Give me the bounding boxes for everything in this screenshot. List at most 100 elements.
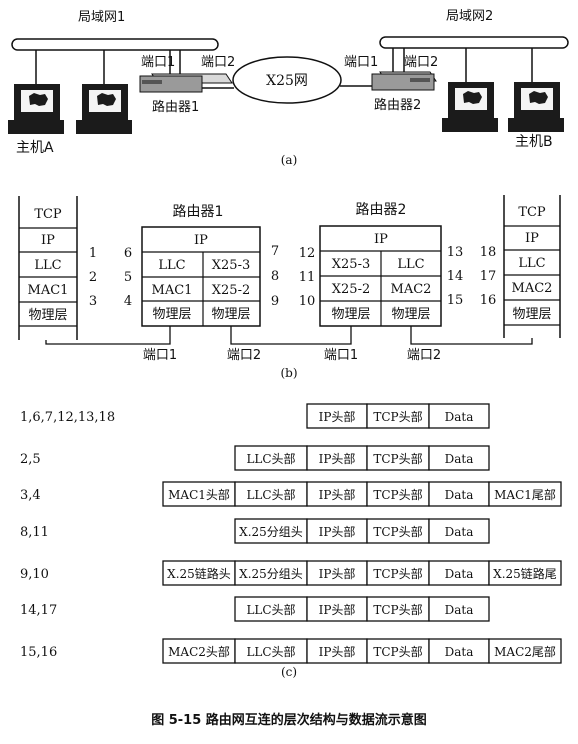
frame-field-tcp-header: TCP头部 [373,524,422,539]
host-b-label: 主机B [515,134,553,150]
sap-number: 10 [299,294,316,309]
frame-field-ip-header: IP头部 [319,524,356,539]
frame-field-llc-header: LLC头部 [246,602,295,617]
frame-field-box [366,481,430,507]
sap-number: 5 [124,270,132,285]
port-label: 端口2 [227,348,261,363]
frame-field-box [488,481,562,507]
router1-layer-x25-2: X25-2 [212,283,250,298]
frame-field-tcp-header: TCP头部 [373,644,422,659]
sap-number: 11 [299,270,316,285]
lan1-cable [11,38,219,84]
physical-links [45,326,533,345]
router2-layer-llc: LLC [397,257,424,272]
host-a-stack: TCP IP LLC MAC1 物理层 [18,196,78,340]
router2-layer-phy-right: 物理层 [391,307,430,322]
frame-field-llc-header: LLC头部 [246,451,295,466]
frame-field-box [428,445,490,471]
figure-caption: 图 5-15 路由网互连的层次结构与数据流示意图 [151,712,427,728]
frame-field-data: Data [445,645,474,659]
router2-port2-label: 端口2 [404,55,438,70]
frame-row-label: 1,6,7,12,13,18 [20,410,115,425]
router1-layer-ip: IP [194,233,208,248]
frame-field-mac2-header: MAC2头部 [168,644,230,659]
host-a-layer-ip: IP [41,233,55,248]
frame-field-box [162,481,236,507]
sap-number: 2 [89,270,97,285]
caption-c: (c) [281,665,297,679]
router2-layer-mac: MAC2 [391,282,432,297]
frame-field-box [366,518,430,544]
network-topology: 局域网1 局域网2 主机A [8,9,569,167]
sap-number: 1 [89,246,97,261]
frame-field-mac1-header: MAC1头部 [168,487,230,502]
frame-field-data: Data [445,525,474,539]
router2-layer-x25-3: X25-3 [332,257,370,272]
frame-field-box [234,596,308,622]
frame-field-mac2-trailer: MAC2尾部 [494,644,556,659]
router1-stack-title: 路由器1 [173,204,224,220]
frame-field-x25-link-header: X.25链路头 [167,566,231,581]
frame-field-box [306,560,368,586]
frame-row-label: 15,16 [20,645,57,660]
sap-number: 8 [271,269,279,284]
frame-field-data: Data [445,488,474,502]
frame-field-ip-header: IP头部 [319,451,356,466]
sap-number: 7 [271,244,279,259]
router1-label: 路由器1 [152,99,199,115]
lan1-label: 局域网1 [78,10,125,25]
frame-field-box [306,596,368,622]
caption-b: (b) [280,366,297,380]
host-b-stack: TCP IP LLC MAC2 物理层 [503,195,561,338]
frame-row-label: 9,10 [20,567,49,582]
host-b-layer-llc: LLC [518,256,545,271]
host-a-layer-tcp: TCP [34,207,62,222]
router2-layer-ip: IP [374,232,388,247]
frame-field-tcp-header: TCP头部 [373,409,422,424]
sap-number: 15 [447,293,464,308]
frame-field-box [234,445,308,471]
frame-field-box [306,403,368,429]
router1-layer-llc: LLC [158,258,185,273]
sap-number: 17 [480,269,497,284]
sap-number: 13 [447,245,464,260]
computer-icon [442,82,498,132]
router1-layer-phy-right: 物理层 [211,307,250,322]
host-b-layer-mac: MAC2 [512,281,553,296]
protocol-stacks: TCP IP LLC MAC1 物理层 1 2 3 路由器1 IP LLC MA… [18,195,561,380]
router2-label: 路由器2 [374,97,421,113]
host-a-layer-llc: LLC [34,258,61,273]
frame-field-tcp-header: TCP头部 [373,487,422,502]
lan2-cable [379,36,569,82]
frame-field-x25-link-trailer: X.25链路尾 [493,566,557,581]
frame-field-ip-header: IP头部 [319,487,356,502]
frame-field-llc-header: LLC头部 [246,487,295,502]
computer-icon [76,84,132,134]
frame-field-tcp-header: TCP头部 [373,602,422,617]
sap-number: 4 [124,294,132,309]
router1-layer-mac: MAC1 [152,283,193,298]
sap-number: 9 [271,294,279,309]
router1-layer-x25-3: X25-3 [212,258,250,273]
router2-stack-title: 路由器2 [356,202,407,218]
host-a-layer-phy: 物理层 [28,308,67,323]
frame-field-box [428,560,490,586]
x25-network-cloud [232,56,342,104]
frame-field-data: Data [445,410,474,424]
frame-field-x25-packet-header: X.25分组头 [239,525,303,539]
frame-field-llc-header: LLC头部 [246,644,295,659]
frame-field-box [366,403,430,429]
frame-row-label: 3,4 [20,488,41,503]
router2-layer-x25-2: X25-2 [332,282,370,297]
frame-field-box [234,518,308,544]
frame-field-box [488,560,562,586]
frame-field-ip-header: IP头部 [319,602,356,617]
sap-number: 6 [124,246,132,261]
frame-field-box [234,560,308,586]
frame-field-x25-packet-header: X.25分组头 [239,567,303,581]
x25-network-label: X25网 [266,73,308,89]
sap-number: 16 [480,293,497,308]
